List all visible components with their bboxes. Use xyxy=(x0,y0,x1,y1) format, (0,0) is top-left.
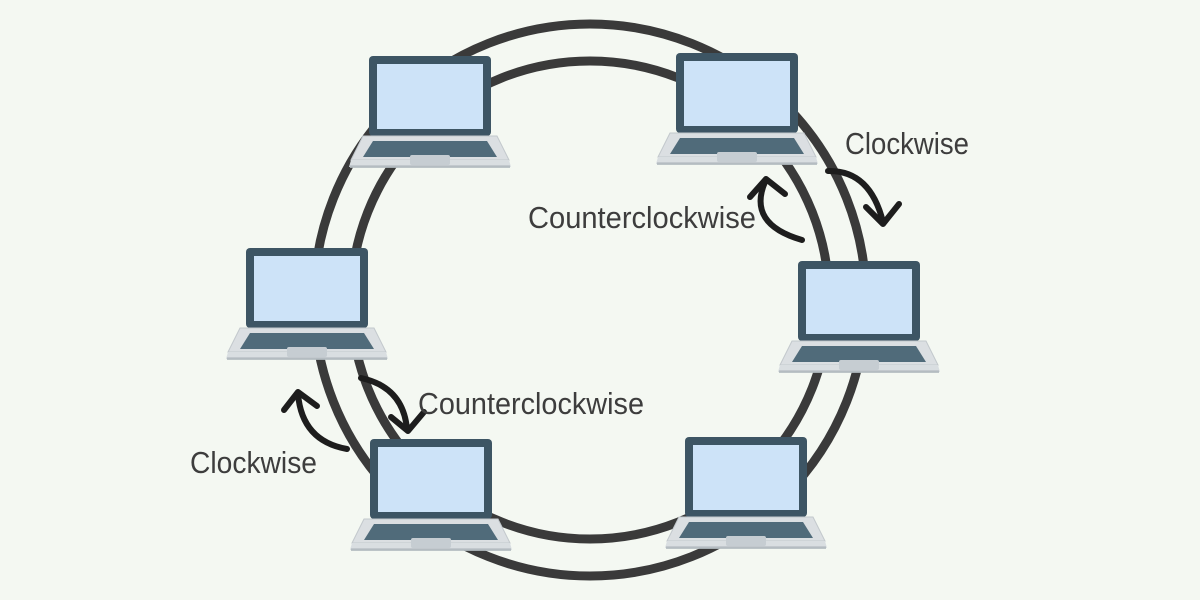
laptop-nodes-layer xyxy=(224,51,942,552)
arrow-counterclockwise-top-head-icon xyxy=(747,176,788,200)
laptop-top-right-icon xyxy=(654,51,820,166)
arrow-clockwise-top xyxy=(825,167,902,227)
laptop-bottom-right-icon xyxy=(663,435,829,550)
arrow-clockwise-bottom-head-icon xyxy=(281,389,320,413)
label-counterclockwise-bottom: Counterclockwise xyxy=(418,386,644,421)
laptop-bottom-left-icon xyxy=(348,437,514,552)
label-clockwise-top: Clockwise xyxy=(845,126,969,161)
direction-arrows-layer xyxy=(281,167,902,452)
arrow-clockwise-bottom xyxy=(281,389,350,452)
arrow-counterclockwise-bottom xyxy=(358,375,427,434)
label-counterclockwise-top: Counterclockwise xyxy=(528,200,756,235)
laptop-top-left-icon xyxy=(347,54,513,169)
direction-labels-layer: ClockwiseCounterclockwiseCounterclockwis… xyxy=(190,126,969,480)
arrow-clockwise-top-head-icon xyxy=(863,201,902,227)
laptop-left-icon xyxy=(224,246,390,361)
laptop-right-icon xyxy=(776,259,942,374)
arrow-counterclockwise-bottom-head-icon xyxy=(388,409,427,434)
arrow-counterclockwise-top xyxy=(747,176,805,243)
label-clockwise-bottom: Clockwise xyxy=(190,445,317,480)
